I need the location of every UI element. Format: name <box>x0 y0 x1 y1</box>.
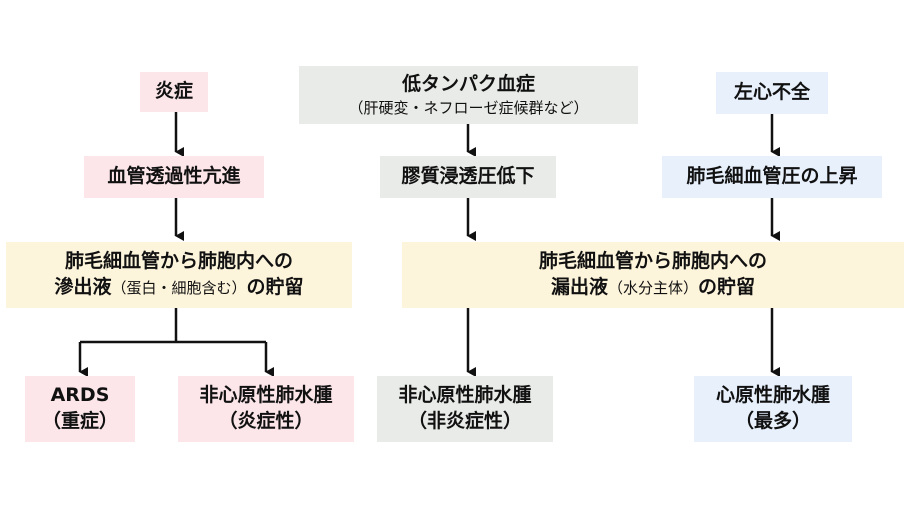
exudate-line1: 肺毛細血管から肺胞内への <box>64 250 293 273</box>
vascular-permeability-box: 血管透過性亢進 <box>84 156 264 198</box>
capillary-pressure-box: 肺毛細血管圧の上昇 <box>662 156 882 198</box>
exudate-retention: の貯留 <box>246 276 304 298</box>
capillary-pressure-label: 肺毛細血管圧の上昇 <box>686 165 858 188</box>
ards-sub: （重症） <box>41 410 118 432</box>
hypoproteinemia-title: 低タンパク血症 <box>401 73 535 96</box>
noncardiac-inflammatory-title: 非心原性肺水腫 <box>199 384 333 407</box>
left-heart-failure-label: 左心不全 <box>733 81 810 104</box>
oncotic-pressure-label: 膠質浸透圧低下 <box>401 165 535 188</box>
noncardiac-inflammatory-box: 非心原性肺水腫 （炎症性） <box>178 376 354 442</box>
noncardiac-noninflammatory-title: 非心原性肺水腫 <box>398 384 532 407</box>
exudate-line2: 滲出液（蛋白・細胞含む）の貯留 <box>54 275 303 301</box>
exudate-note: （蛋白・細胞含む） <box>111 279 247 297</box>
transudate-line2: 漏出液（水分主体）の貯留 <box>551 275 755 301</box>
hypoproteinemia-note: （肝硬変・ネフローゼ症候群など） <box>348 98 589 117</box>
ards-title: ARDS <box>50 384 110 407</box>
transudate-retention: の貯留 <box>698 276 756 298</box>
cardiogenic-edema-title: 心原性肺水腫 <box>715 384 830 407</box>
transudate-box: 肺毛細血管から肺胞内への 漏出液（水分主体）の貯留 <box>402 242 904 308</box>
transudate-note: （水分主体） <box>607 279 698 297</box>
noncardiac-noninflammatory-sub: （非炎症性） <box>407 410 522 432</box>
transudate-line1: 肺毛細血管から肺胞内への <box>538 250 767 273</box>
noncardiac-noninflammatory-box: 非心原性肺水腫 （非炎症性） <box>377 376 553 442</box>
ards-box: ARDS （重症） <box>25 376 135 442</box>
transudate-term: 漏出液 <box>550 276 608 298</box>
left-heart-failure-box: 左心不全 <box>716 72 828 114</box>
oncotic-pressure-box: 膠質浸透圧低下 <box>380 156 556 198</box>
cardiogenic-edema-sub: （最多） <box>734 410 811 432</box>
inflammation-label: 炎症 <box>154 80 193 103</box>
hypoproteinemia-box: 低タンパク血症 （肝硬変・ネフローゼ症候群など） <box>299 66 638 124</box>
exudate-term: 滲出液 <box>54 276 112 298</box>
vascular-permeability-label: 血管透過性亢進 <box>107 165 241 188</box>
noncardiac-inflammatory-sub: （炎症性） <box>218 410 314 432</box>
inflammation-box: 炎症 <box>140 72 208 112</box>
exudate-box: 肺毛細血管から肺胞内への 滲出液（蛋白・細胞含む）の貯留 <box>6 242 352 308</box>
cardiogenic-edema-box: 心原性肺水腫 （最多） <box>694 376 852 442</box>
